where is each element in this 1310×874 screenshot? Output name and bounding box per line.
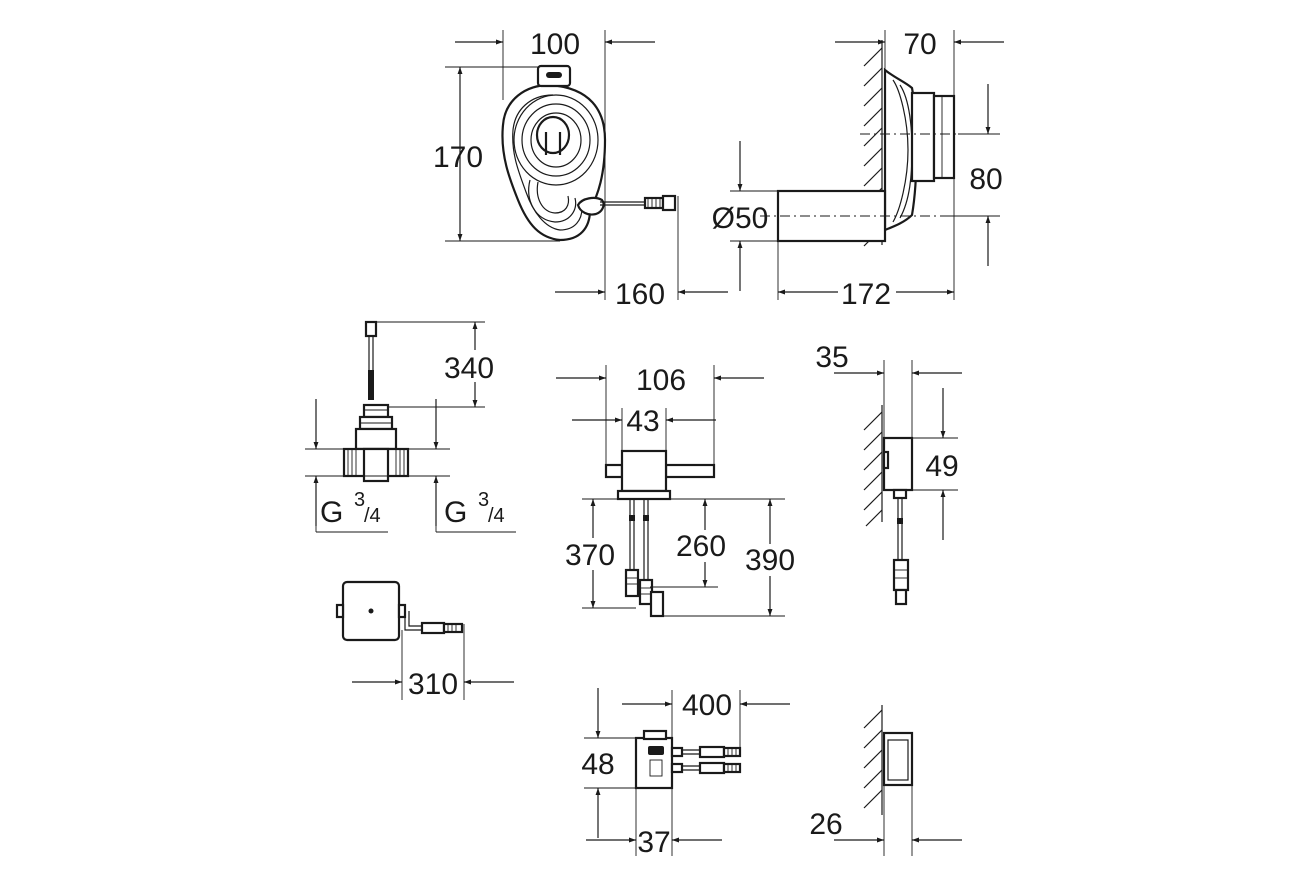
junction-box-view: 310 <box>335 580 514 701</box>
dim-valve-cable: 340 <box>444 352 494 385</box>
dim-valve-thread-right: G <box>444 496 467 529</box>
dim-module-width: 106 <box>636 364 686 397</box>
dim-valve-thread-left: G <box>320 496 343 529</box>
wall-hatching <box>863 709 883 809</box>
dim-side-depth: 70 <box>903 28 936 61</box>
dim-module-body: 43 <box>626 405 659 438</box>
dim-side-module-depth: 35 <box>815 341 848 374</box>
dim-module-cable-a: 370 <box>565 539 615 572</box>
dim-module-cable-c: 390 <box>745 544 795 577</box>
dim-side-offset: 80 <box>969 163 1002 196</box>
grohe-logo-icon <box>648 746 664 755</box>
dim-pipe-diameter: Ø50 <box>712 202 769 235</box>
dim-valve-thread-right-den: /4 <box>488 505 505 527</box>
power-supply-view: 400 48 37 <box>575 688 790 859</box>
dim-ps-width: 37 <box>637 826 670 859</box>
wall-hatching <box>863 411 883 527</box>
dim-box-cable: 310 <box>408 668 458 701</box>
dim-valve-thread-left-num: 3 <box>354 489 365 511</box>
electronic-module-view: 106 43 370 260 390 <box>556 364 802 618</box>
dim-module-cable-b: 260 <box>676 530 726 563</box>
module-side-view: 35 49 <box>815 341 964 606</box>
dim-siphon-width: 100 <box>530 28 580 61</box>
dim-ps-side-depth: 26 <box>809 808 842 841</box>
dim-ps-height: 48 <box>581 748 614 781</box>
dim-ps-cable: 400 <box>682 689 732 722</box>
siphon-side-view: 70 80 Ø50 172 <box>712 28 1004 311</box>
siphon-front-view: 100 170 160 <box>433 28 728 311</box>
dim-valve-thread-left-den: /4 <box>364 505 381 527</box>
valve-view: 340 G 3 /4 G 3 /4 <box>305 320 516 533</box>
dim-pipe-length: 172 <box>841 278 891 311</box>
dim-valve-thread-right-num: 3 <box>478 489 489 511</box>
dim-side-module-height: 49 <box>925 450 958 483</box>
power-supply-side-view: 26 <box>809 705 962 856</box>
dim-siphon-cable: 160 <box>615 278 665 311</box>
dim-siphon-height: 170 <box>433 141 483 174</box>
